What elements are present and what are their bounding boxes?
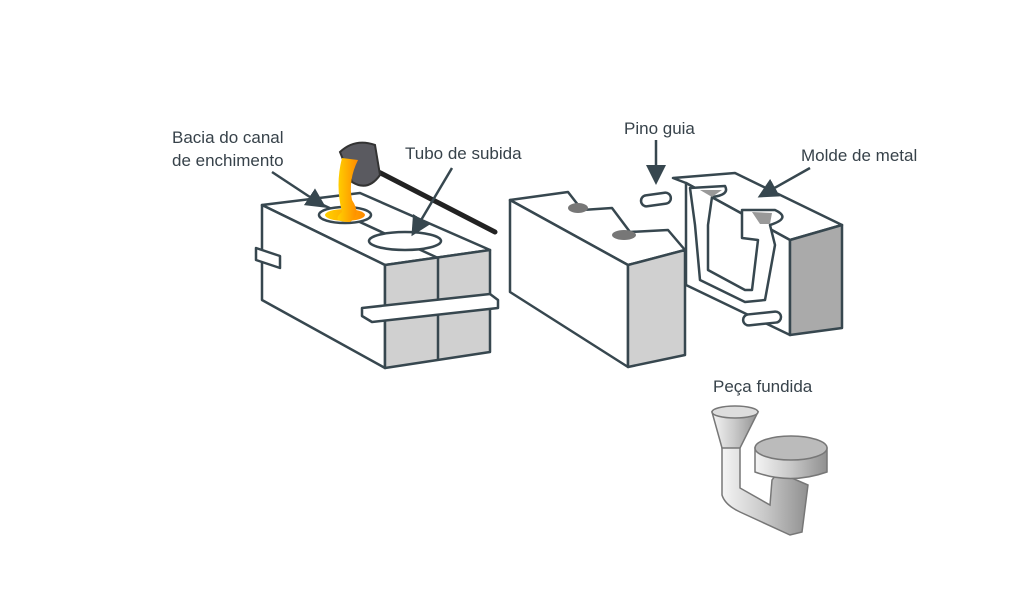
closed-mold [254,191,500,370]
cast-part [711,405,828,536]
label-riser: Tubo de subida [405,144,522,163]
metal-mold-half [671,171,844,337]
label-pouring-basin-line2: de enchimento [172,151,284,170]
callout-arrows [271,140,811,237]
label-metal-mold: Molde de metal [801,146,918,165]
ladle [337,141,498,235]
mold-half-left [508,190,687,369]
label-pouring-basin-line1: Bacia do canal [172,128,284,147]
label-guide-pin: Pino guia [624,119,695,138]
label-casting: Peça fundida [713,377,813,396]
guide-pins [639,191,783,327]
